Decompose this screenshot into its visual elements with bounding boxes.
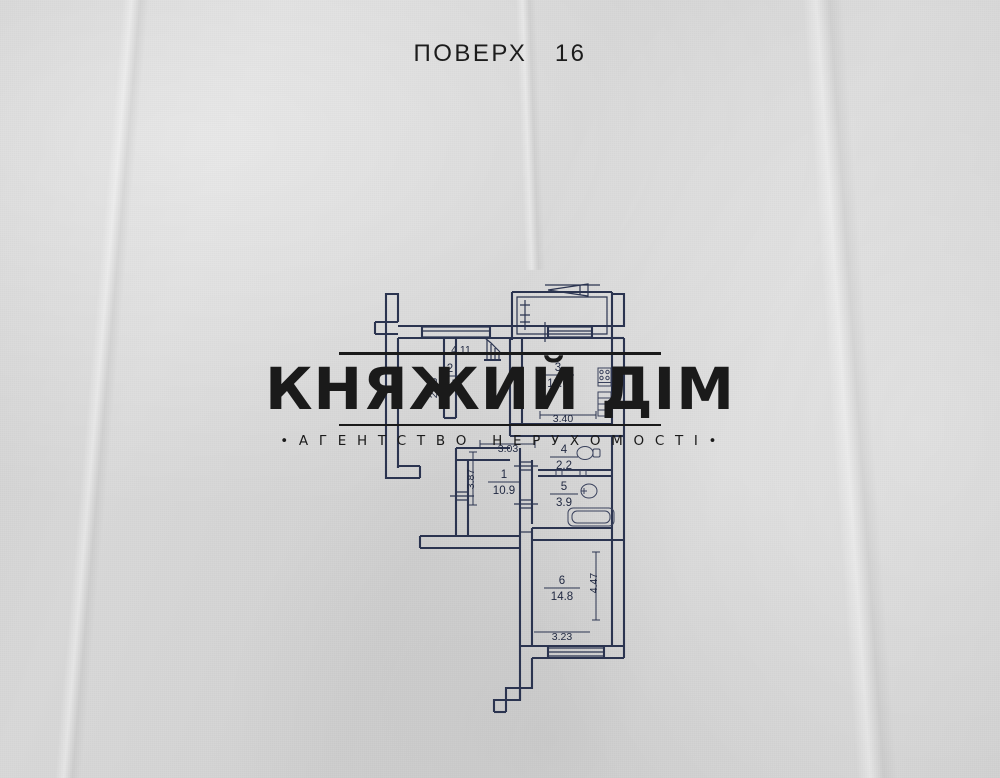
room-labels: 2 8.5 3 11.6 4 2.2 5 3.9 <box>440 362 580 603</box>
room-6-number: 6 <box>559 575 565 587</box>
room-1-number: 1 <box>501 469 507 481</box>
dim-3-40: 3.40 <box>553 413 574 425</box>
dim-3-03: 3.03 <box>498 443 519 455</box>
dim-4-11: 4.11 <box>451 344 471 356</box>
room-3-area: 11.6 <box>547 378 569 390</box>
dim-3-23: 3.23 <box>552 631 573 643</box>
room-1-area: 10.9 <box>493 485 515 497</box>
dim-2-85: 2.85 <box>428 378 440 399</box>
bath-cabinet-icon <box>555 470 587 477</box>
room-2-number: 2 <box>447 363 453 375</box>
bathtub-icon <box>567 507 615 527</box>
kitchen-sink-icon <box>597 391 612 417</box>
room-label-1: 1 10.9 <box>488 469 520 497</box>
room-2-area: 8.5 <box>442 379 458 391</box>
dim-4-47: 4.47 <box>588 573 600 594</box>
room-label-3: 3 11.6 <box>543 362 574 390</box>
room-4-area: 2.2 <box>556 460 572 472</box>
dim-3-87: 3.87 <box>465 469 477 490</box>
toilet-bowl-icon <box>576 446 601 460</box>
room-5-number: 5 <box>561 481 567 493</box>
room-label-4: 4 2.2 <box>550 444 578 472</box>
page-title: ПОВЕРХ 16 <box>413 40 587 67</box>
room-6-area: 14.8 <box>551 591 573 603</box>
room-label-6: 6 14.8 <box>544 575 580 603</box>
room-4-number: 4 <box>561 444 568 456</box>
dimension-ticks <box>469 411 600 633</box>
room-5-area: 3.9 <box>556 497 572 509</box>
bathroom-sink-icon <box>580 483 598 499</box>
room-3-number: 3 <box>555 362 561 374</box>
room-label-5: 5 3.9 <box>550 481 578 509</box>
kitchen-stove-icon <box>597 367 612 387</box>
plan-outline <box>373 283 626 714</box>
room-label-2: 2 8.5 <box>440 363 461 391</box>
